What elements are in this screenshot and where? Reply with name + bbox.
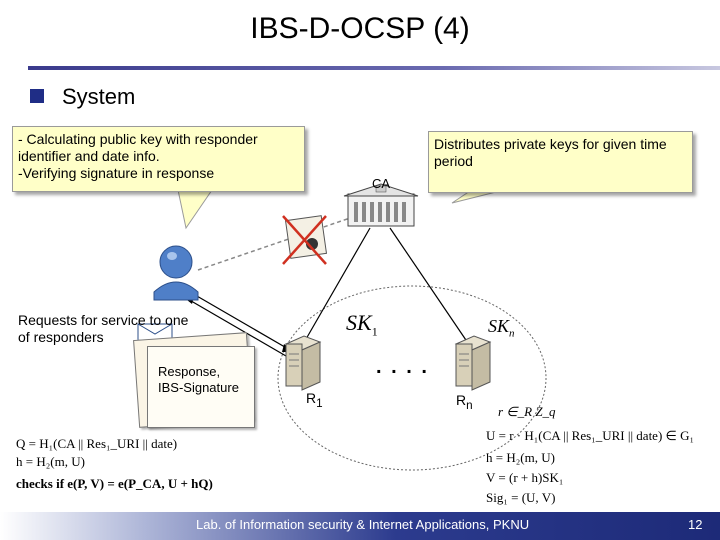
request-label: Requests for service to one of responder… (18, 312, 189, 345)
skn-text: SK (488, 316, 510, 336)
formula-r: r ∈_R Z_q (498, 404, 556, 419)
ca-to-r1-line (301, 227, 371, 347)
sk1-text: SK (346, 310, 372, 335)
response-document (147, 346, 255, 428)
formula-check: checks if e(P, V) = e(P_CA, U + hQ) (16, 476, 213, 491)
responder-ellipsis: . . . . (376, 356, 429, 378)
formula-u: U = r · H₁(CA || Res₁_URI || date) ∈ G₁ (486, 428, 695, 443)
ca-callout: Distributes private keys for given time … (428, 131, 693, 193)
page-number: 12 (688, 517, 703, 532)
r1-label: R1 (306, 390, 323, 410)
skn-sub: n (509, 327, 515, 340)
rn-text: R (456, 392, 467, 408)
slide-title: IBS-D-OCSP (4) (250, 12, 470, 45)
sk1-sub: 1 (371, 324, 378, 339)
rn-label: Rn (456, 392, 473, 412)
server-rn-icon (454, 335, 492, 391)
formula-h2: h = H₂(m, U) (486, 450, 555, 465)
formula-v: V = (r + h)SK₁ (486, 470, 564, 485)
footer-bar (0, 512, 720, 540)
bullet-square-icon (30, 89, 44, 103)
formula-sig: Sig₁ = (U, V) (486, 490, 556, 505)
section-heading: System (62, 84, 136, 109)
ca-to-rn-line (389, 227, 471, 347)
title-divider (28, 66, 720, 70)
formula-q: Q = H₁(CA || Res₁_URI || date) (16, 436, 178, 451)
ca-callout-text: Distributes private keys for given time … (434, 136, 667, 169)
client-callout: - Calculating public key with responder … (12, 126, 305, 192)
user-icon (153, 245, 199, 301)
client-callout-tail (177, 189, 213, 230)
responder-network-circle (277, 285, 547, 471)
client-ca-dashed-link (197, 217, 351, 271)
ca-label: CA (372, 176, 391, 191)
ca-building-icon (343, 183, 419, 227)
response-label: Response, IBS-Signature (158, 364, 239, 395)
no-certificate-icon (282, 215, 328, 265)
skn-label: SKn (488, 316, 515, 340)
formula-h: h = H₂(m, U) (16, 454, 85, 469)
client-callout-text: - Calculating public key with responder … (18, 131, 258, 181)
sk1-label: SK1 (346, 310, 378, 339)
r1-sub: 1 (316, 396, 323, 410)
footer-text: Lab. of Information security & Internet … (196, 517, 530, 532)
server-r1-icon (284, 335, 322, 391)
request-line (189, 291, 291, 351)
response-line (185, 297, 287, 357)
rn-sub: n (466, 398, 473, 412)
r1-text: R (306, 390, 317, 406)
